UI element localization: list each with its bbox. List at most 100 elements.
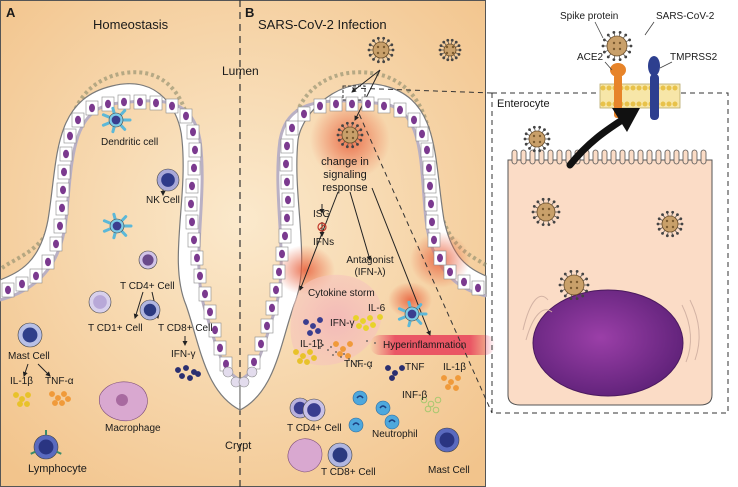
tnfa-dot [55, 395, 61, 401]
il1b-dot [13, 392, 19, 398]
dendritic-cell-nucleus [407, 309, 417, 319]
ace2-receptor [610, 63, 626, 118]
il6-dot [363, 325, 369, 331]
lipid-head [660, 85, 666, 91]
storm-speck [319, 347, 321, 349]
mast-label-b: Mast Cell [428, 465, 470, 476]
tnf-label: TNF [405, 362, 425, 373]
microvillus [538, 149, 545, 165]
epithelial-a-nucleus [188, 199, 194, 209]
lipid-head [666, 101, 672, 107]
cd4-label-a: T CD4+ Cell [120, 281, 175, 292]
lymphocyte-receptor [30, 450, 36, 455]
epithelial-a-nucleus [190, 127, 196, 137]
epithelial-b-nucleus [264, 321, 270, 331]
il6-dot [370, 322, 376, 328]
neutrophil [352, 390, 368, 406]
lipid-head [606, 85, 612, 91]
storm-speck [332, 354, 334, 356]
virus-label: SARS-CoV-2 [656, 11, 715, 22]
t-cd1-cell-nucleus [93, 295, 107, 309]
epithelial-b-nucleus [381, 101, 387, 111]
epithelial-a-nucleus [191, 163, 197, 173]
lipid-head [642, 85, 648, 91]
epithelial-b-nucleus [317, 101, 323, 111]
virus-particle [558, 269, 590, 301]
neutrophil-label: Neutrophil [372, 429, 418, 440]
microvillus [691, 149, 698, 165]
microvilli [511, 149, 707, 165]
il1b-dot [17, 401, 23, 407]
macrophage-label: Macrophage [105, 423, 161, 434]
epithelial-b-nucleus [428, 199, 434, 209]
virus-particle [336, 121, 364, 149]
lumen-label: Lumen [222, 64, 259, 78]
il6-dot [377, 314, 383, 320]
ifng-dot-b [310, 323, 316, 329]
ifng-label-a: IFN-γ [171, 349, 196, 360]
lipid-head [672, 85, 678, 91]
epithelial-a-nucleus [5, 285, 11, 295]
epithelial-a-nucleus [45, 257, 51, 267]
epithelial-b-nucleus [349, 99, 355, 109]
lipid-head [642, 101, 648, 107]
il1b-label-b: IL-1β [300, 339, 323, 350]
tnf-dot [392, 370, 398, 376]
epithelial-b-nucleus [365, 99, 371, 109]
cytokine-storm-area [290, 274, 382, 366]
il1b-dot [24, 401, 30, 407]
epithelial-a-nucleus [197, 271, 203, 281]
virus-particle [656, 210, 684, 238]
tnfa-dot-b [347, 341, 353, 347]
ifnl-label: (IFN-λ) [354, 267, 386, 278]
epithelial-b-nucleus [461, 277, 467, 287]
crypt-cell [222, 366, 234, 378]
enterocyte-cell [507, 149, 713, 406]
lymphocyte-receptor [56, 450, 62, 455]
il1b-dot [25, 392, 31, 398]
lipid-head [672, 101, 678, 107]
epithelial-b-nucleus [426, 163, 432, 173]
epithelial-b-nucleus [411, 115, 417, 125]
tnfa-dot [59, 400, 65, 406]
storm-speck [317, 339, 319, 341]
storm-speck [330, 346, 332, 348]
microvillus [520, 149, 527, 165]
epithelial-a-nucleus [75, 115, 81, 125]
neutrophil [375, 400, 391, 416]
cd8-label-a: T CD8+ Cell [158, 323, 213, 334]
ifng-dot [187, 375, 193, 381]
il6-dot [367, 315, 373, 321]
neutrophil-nucleus [356, 395, 364, 399]
tnfa-dot-b [337, 351, 343, 357]
il1b-dot-b [293, 349, 299, 355]
microvillus [529, 149, 536, 165]
ifng-dot-b [307, 330, 313, 336]
microvillus [601, 149, 608, 165]
tnf-dot [385, 365, 391, 371]
dendritic-cell-nucleus [111, 115, 121, 125]
lymphocyte-nucleus [38, 439, 54, 455]
lipid-head [624, 85, 630, 91]
epithelial-b-nucleus [258, 339, 264, 349]
dendritic-cell-nucleus [112, 221, 122, 231]
cd1-label: T CD1+ Cell [88, 323, 143, 334]
tnfa-dot [52, 400, 58, 406]
tnfa-dot-b [345, 353, 351, 359]
microvillus [619, 149, 626, 165]
epithelial-a-nucleus [105, 99, 111, 109]
microvillus [673, 149, 680, 165]
epithelial-a-nucleus [60, 185, 66, 195]
ifng-dot-b [303, 319, 309, 325]
epithelial-a-nucleus [183, 111, 189, 121]
epithelial-b-nucleus [424, 145, 430, 155]
storm-speck [369, 367, 371, 369]
epithelial-a-nucleus [19, 279, 25, 289]
microvillus [700, 149, 707, 165]
crypt-cell [246, 366, 258, 378]
t-cd8-cell-nucleus [143, 303, 157, 317]
epithelial-a-nucleus [53, 239, 59, 249]
il6-label: IL-6 [368, 303, 386, 314]
epithelial-a-nucleus [192, 145, 198, 155]
